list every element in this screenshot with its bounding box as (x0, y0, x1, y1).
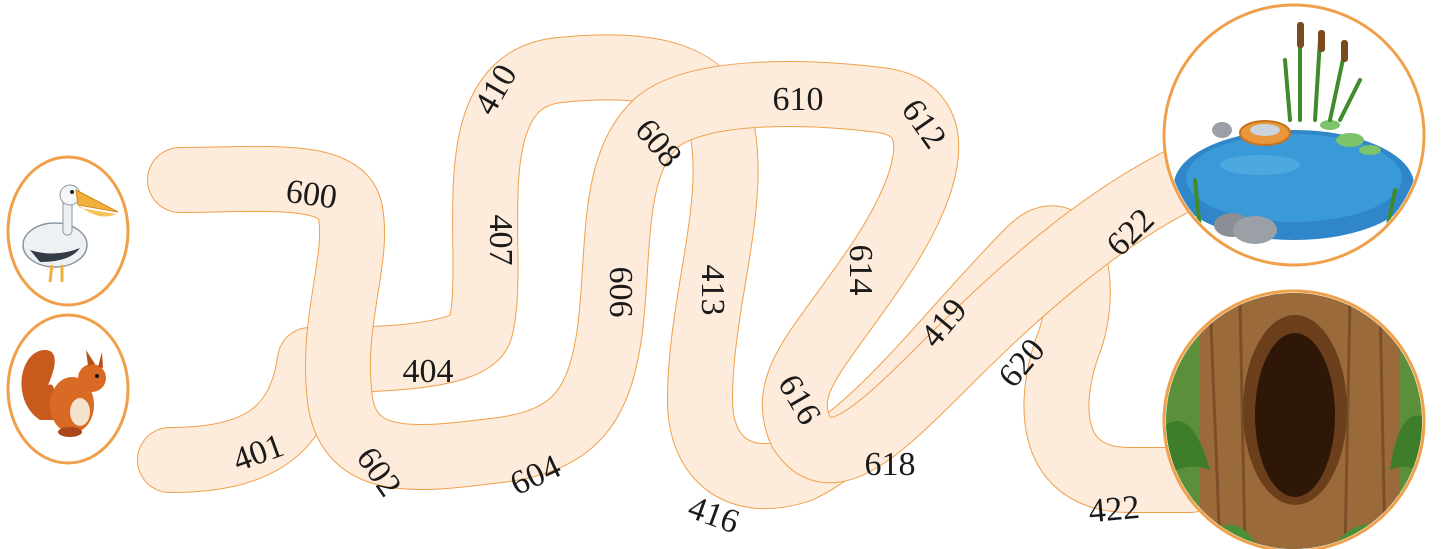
pelican-portrait (6, 155, 130, 307)
pelican-icon (22, 184, 119, 283)
squirrel-step-5: 413 (694, 265, 731, 316)
squirrel-step-2: 404 (403, 353, 454, 390)
pelican-step-6: 610 (773, 81, 824, 118)
pelican-route (147, 61, 1213, 491)
pelican-step-1: 600 (284, 173, 340, 217)
squirrel-step-8: 422 (1087, 489, 1141, 530)
pond-portrait (1162, 3, 1426, 267)
pelican-step-4: 606 (602, 267, 639, 318)
pond-icon (1174, 22, 1414, 244)
pelican-route-body (148, 62, 1212, 490)
tree-hollow-icon (1166, 293, 1422, 549)
squirrel-icon (21, 350, 106, 437)
pelican-step-10: 618 (865, 446, 916, 483)
tree-hollow-portrait (1162, 289, 1426, 549)
squirrel-step-3: 407 (482, 215, 519, 266)
squirrel-portrait (6, 313, 130, 465)
pelican-step-8: 614 (842, 245, 879, 296)
